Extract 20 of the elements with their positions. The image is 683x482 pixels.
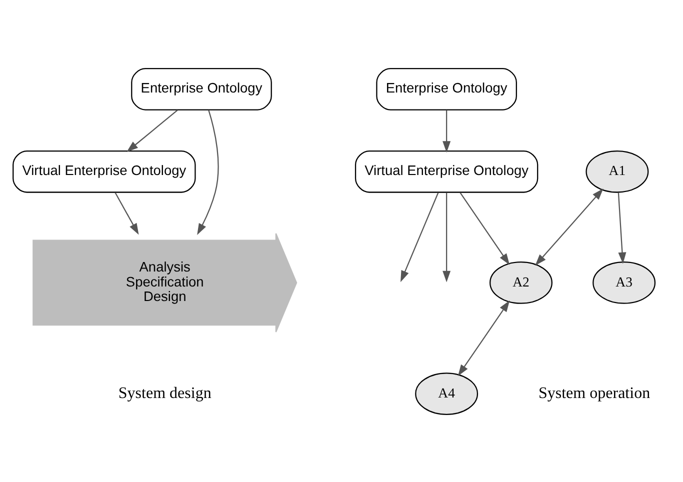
- arrow: [618, 192, 626, 264]
- arrow: [460, 192, 510, 264]
- arrow: [126, 109, 178, 152]
- arrow: [400, 192, 439, 282]
- arrow: [442, 192, 451, 282]
- node-box: Enterprise Ontology: [131, 68, 272, 110]
- arrow: [458, 300, 510, 376]
- node-box: Enterprise Ontology: [376, 68, 517, 110]
- node-box: Virtual Enterprise Ontology: [12, 150, 196, 192]
- label: System design: [118, 384, 212, 402]
- node-ellipse: A3: [592, 261, 656, 304]
- node-ellipse: A4: [415, 372, 478, 414]
- arrow: [114, 192, 139, 234]
- arrow: [197, 110, 219, 234]
- arrow: [442, 110, 451, 152]
- label: System operation: [538, 384, 650, 402]
- node-ellipse: A2: [490, 261, 552, 304]
- node-box: Virtual Enterprise Ontology: [354, 150, 538, 192]
- arrow: [535, 188, 604, 266]
- node-ellipse: A1: [586, 150, 649, 192]
